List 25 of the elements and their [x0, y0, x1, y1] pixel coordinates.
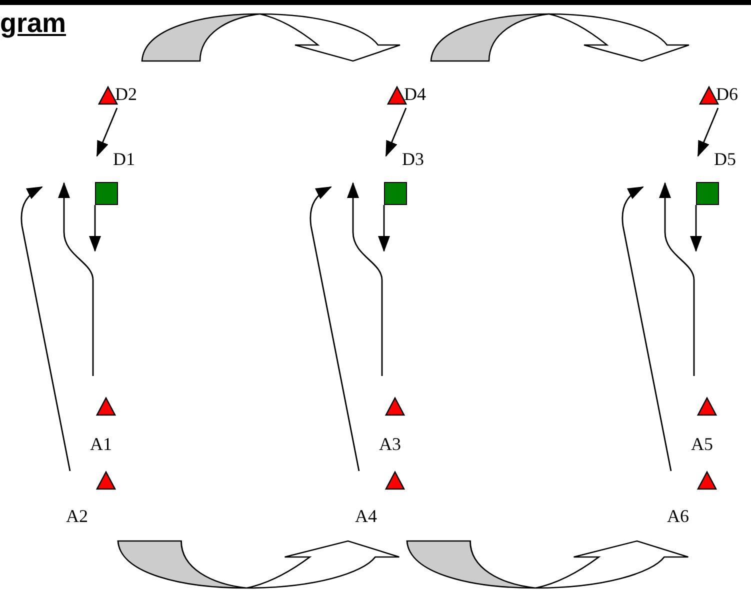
- arrow: [89, 205, 101, 252]
- node-label: D1: [113, 149, 135, 169]
- arrow: [347, 182, 383, 376]
- arrow: [310, 186, 360, 472]
- node-label: D5: [714, 149, 736, 169]
- node-label: D6: [716, 84, 738, 104]
- node-label: D3: [402, 149, 424, 169]
- node-label: A1: [90, 434, 112, 454]
- arrow: [378, 205, 390, 252]
- node-label: A6: [667, 506, 689, 526]
- arrow: [20, 186, 71, 472]
- arrow: [385, 108, 407, 157]
- node-label: A5: [691, 434, 713, 454]
- node-label: D4: [404, 84, 426, 104]
- title: gram: [0, 7, 66, 40]
- node-label: A3: [379, 434, 401, 454]
- arrow: [622, 186, 672, 472]
- node-label: A2: [66, 506, 88, 526]
- arrow: [659, 182, 695, 376]
- arrow: [697, 108, 719, 157]
- arrow: [96, 108, 118, 157]
- arrow: [58, 182, 94, 376]
- node-label: A4: [355, 506, 377, 526]
- node-label: D2: [115, 84, 137, 104]
- arrow: [690, 205, 702, 252]
